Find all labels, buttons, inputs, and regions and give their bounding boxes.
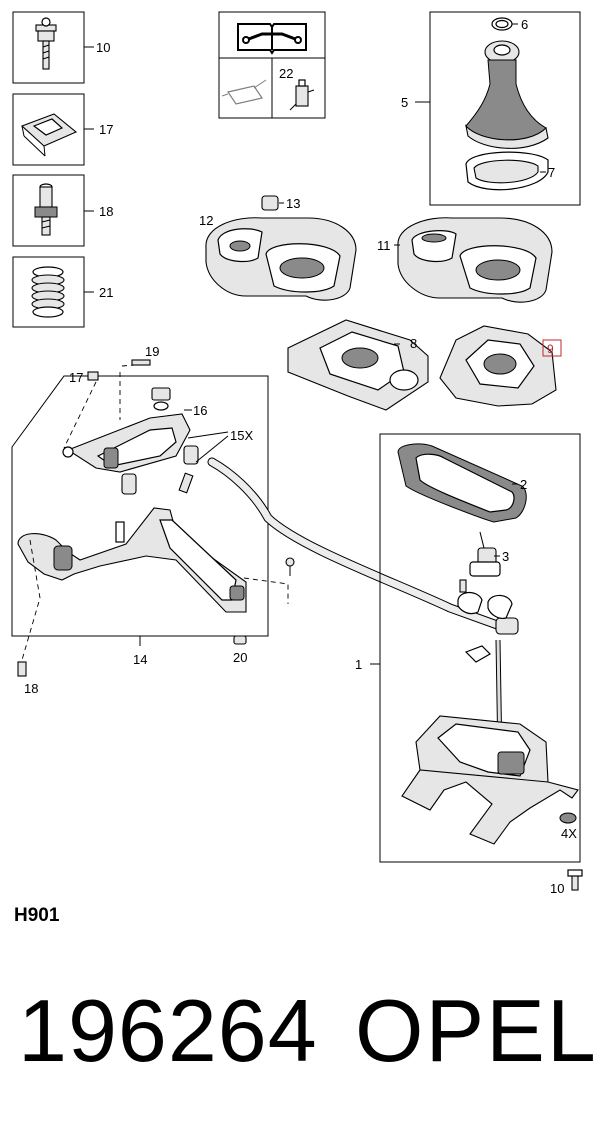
legend-box-21[interactable]: 21 [12, 256, 113, 328]
callout-10: 10 [96, 40, 110, 55]
callout-17-legend: 17 [99, 122, 113, 137]
brand-name: OPEL [355, 981, 598, 1080]
clip-17[interactable]: 17 [69, 370, 99, 385]
bolt-icon [35, 17, 57, 70]
callout-17-clip: 17 [69, 370, 83, 385]
callout-9: 9 [547, 342, 554, 356]
callout-10-bolt: 10 [550, 881, 564, 896]
callout-13: 13 [286, 196, 300, 211]
retainer-clips [457, 579, 513, 663]
diagram-code: H901 [14, 905, 60, 926]
shift-knob-box[interactable]: 5 6 7 [401, 11, 581, 206]
callout-18-stud: 18 [24, 681, 38, 696]
console-12[interactable]: 12 [199, 213, 357, 301]
callout-16: 16 [193, 403, 207, 418]
shifter-base-icon [401, 639, 579, 845]
bracket-icon [17, 507, 247, 613]
legend-box-17[interactable]: 17 [12, 93, 113, 166]
callout-8: 8 [410, 336, 417, 351]
legend-box-18[interactable]: 18 [12, 174, 113, 247]
legend-box-10[interactable]: 10 [12, 11, 110, 84]
console-9[interactable]: 9 [439, 325, 562, 407]
callout-15x: 15X [230, 428, 253, 443]
screw-pin[interactable] [285, 557, 295, 576]
guide-line-d [243, 577, 289, 604]
callout-22: 22 [279, 66, 293, 81]
guide-line-a [63, 381, 97, 449]
shift-knob-icon [465, 40, 549, 149]
stud-18[interactable]: 18 [17, 661, 38, 696]
callout-11: 11 [377, 238, 391, 253]
callout-3: 3 [502, 549, 509, 564]
callout-5: 5 [401, 95, 408, 110]
callout-2: 2 [520, 477, 527, 492]
stud-19[interactable]: 19 [121, 344, 159, 367]
spring-icon [31, 266, 65, 318]
linkage-box-14[interactable]: 14 16 15X [11, 375, 269, 667]
callout-14: 14 [133, 652, 147, 667]
seal-boot-2 [397, 443, 527, 523]
callout-20: 20 [233, 650, 247, 665]
callout-18-legend: 18 [99, 204, 113, 219]
callout-7: 7 [548, 165, 555, 180]
callout-12: 12 [199, 213, 213, 228]
callout-4x: 4X [561, 826, 577, 841]
grommet-4x [559, 812, 577, 824]
part-13[interactable]: 13 [261, 195, 300, 211]
connector-3 [469, 531, 501, 577]
o-ring-icon [491, 17, 513, 31]
bolt-15-icon [178, 472, 194, 494]
linkage-arm-icon [62, 413, 199, 495]
grommet-20[interactable]: 20 [233, 635, 247, 665]
book-wrench-icon [237, 23, 307, 55]
callout-1: 1 [355, 657, 362, 672]
callout-6: 6 [521, 17, 528, 32]
callout-19: 19 [145, 344, 159, 359]
manual-box[interactable]: 22 [218, 11, 326, 119]
grease-gun-icon [221, 79, 267, 105]
highlight-box-9 [542, 339, 562, 357]
nut-16-icon [151, 387, 171, 411]
shift-cable[interactable] [207, 457, 519, 635]
console-11[interactable]: 11 [377, 217, 553, 303]
callout-21: 21 [99, 285, 113, 300]
guide-line-c [21, 539, 41, 661]
console-8[interactable]: 8 [287, 319, 429, 411]
boot-frame-icon [465, 151, 549, 191]
shifter-box-1[interactable]: 1 2 3 4X [355, 433, 581, 863]
clip-icon [20, 113, 78, 157]
part-number: 196264 [18, 981, 318, 1080]
bolt-10[interactable]: 10 [550, 869, 583, 896]
stud-icon [34, 183, 58, 236]
spray-can-icon [289, 79, 315, 111]
